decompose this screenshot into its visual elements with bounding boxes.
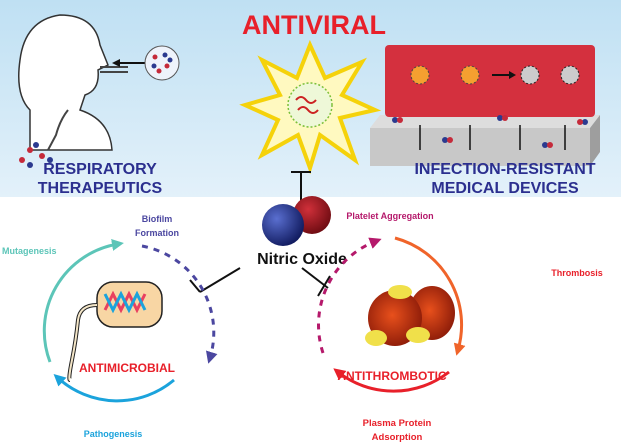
mutagenesis-label: Mutagenesis <box>2 246 57 256</box>
adsorption-label: Adsorption <box>372 432 423 443</box>
medical-devices-label: MEDICAL DEVICES <box>431 180 579 197</box>
inhibit-line-antimicrobial <box>199 267 241 293</box>
red-blood-cells-icon <box>365 285 455 346</box>
platelet-aggregation-label: Platelet Aggregation <box>346 211 433 221</box>
thrombosis-label: Thrombosis <box>551 268 603 278</box>
inhale-arrowhead-icon <box>112 59 120 67</box>
inhibit-cap-antithrombotic <box>317 275 331 297</box>
platelet-aggregation-arrow <box>317 237 382 354</box>
infection-resistant-label: INFECTION-RESISTANT <box>414 161 595 178</box>
biofilm-label: Biofilm <box>142 214 173 224</box>
virus-star-icon <box>239 39 382 175</box>
particle-sphere-icon <box>144 45 180 81</box>
medical-device-icon <box>370 45 600 166</box>
therapeutics-label: THERAPEUTICS <box>38 180 163 197</box>
respiratory-label: RESPIRATORY <box>43 161 157 178</box>
nitric-oxide-label: Nitric Oxide <box>257 251 347 268</box>
nitrogen-atom-icon <box>262 204 304 246</box>
person-silhouette-icon <box>18 14 128 168</box>
formation-label: Formation <box>135 228 179 238</box>
antithrombotic-title: ANTITHROMBOTIC <box>337 369 447 383</box>
plasma-protein-label: Plasma Protein <box>363 418 432 429</box>
biofilm-arrow <box>141 244 218 364</box>
pathogenesis-label: Pathogenesis <box>84 429 143 439</box>
antiviral-title: ANTIVIRAL <box>242 10 386 40</box>
thrombosis-arrow <box>394 236 466 356</box>
mutagenesis-arrow <box>42 239 124 363</box>
pathogenesis-arrow <box>53 373 175 403</box>
plasma-protein-arrow <box>333 368 450 393</box>
antimicrobial-title: ANTIMICROBIAL <box>79 361 175 375</box>
bacterium-icon <box>67 281 163 382</box>
inhibit-cap-antimicrobial <box>189 279 201 293</box>
